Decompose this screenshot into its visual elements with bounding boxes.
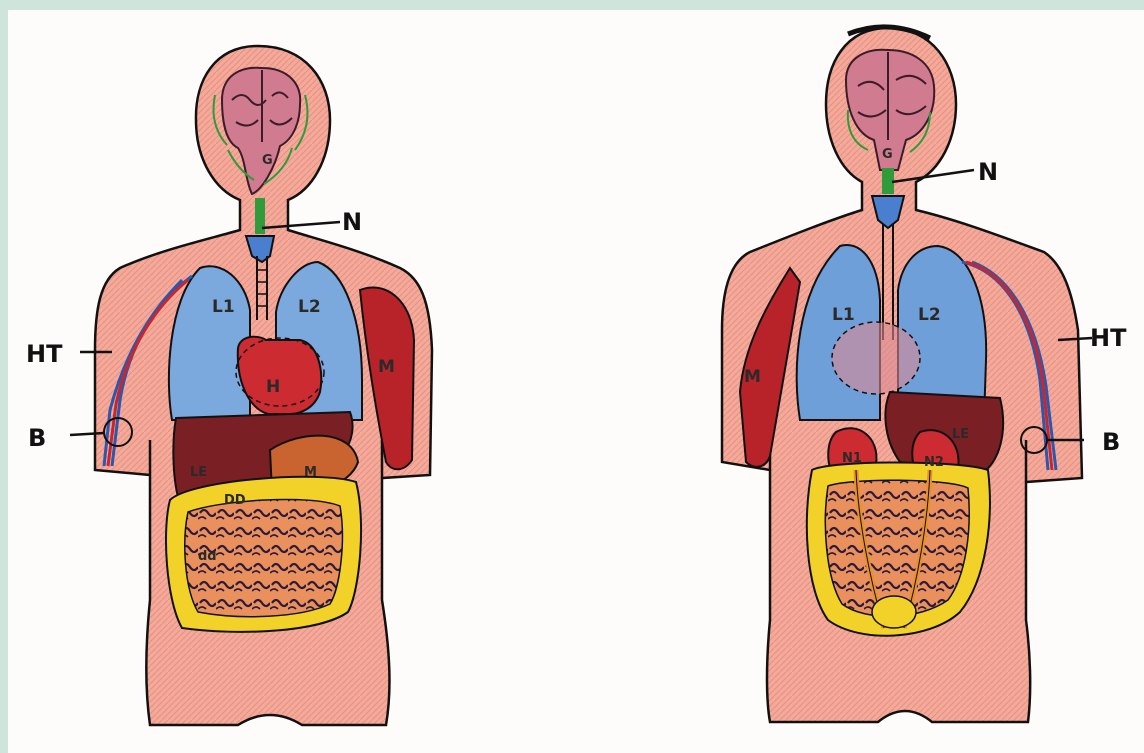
back-label-kidney-left: N1 (842, 451, 862, 466)
back-label-skin: HT (1090, 324, 1127, 352)
front-label-stomach: M (304, 465, 317, 480)
back-label-kidney-right: N2 (924, 455, 944, 470)
front-figure: L1 L2 H LE M DD dd G M N HT B (26, 46, 432, 725)
back-label-lung-left: L1 (832, 305, 855, 325)
back-figure: L1 L2 LE N1 N2 G M N HT B (722, 27, 1127, 722)
front-label-small-intestine: dd (198, 549, 217, 564)
front-label-nerve: N (342, 208, 362, 236)
front-label-blood: B (28, 424, 46, 452)
front-label-liver: LE (190, 465, 207, 480)
back-label-muscle: M (744, 367, 761, 387)
back-label-liver: LE (952, 427, 969, 442)
front-label-muscle: M (378, 357, 395, 377)
front-label-skin: HT (26, 340, 63, 368)
back-label-blood: B (1102, 428, 1120, 456)
front-label-lung-right: L2 (298, 297, 321, 317)
front-label-brain: G (262, 153, 273, 168)
front-label-heart: H (266, 377, 280, 397)
back-label-lung-right: L2 (918, 305, 941, 325)
front-label-lung-left: L1 (212, 297, 235, 317)
back-label-nerve: N (978, 158, 998, 186)
back-label-brain: G (882, 147, 893, 162)
front-label-colon: DD (224, 493, 246, 508)
